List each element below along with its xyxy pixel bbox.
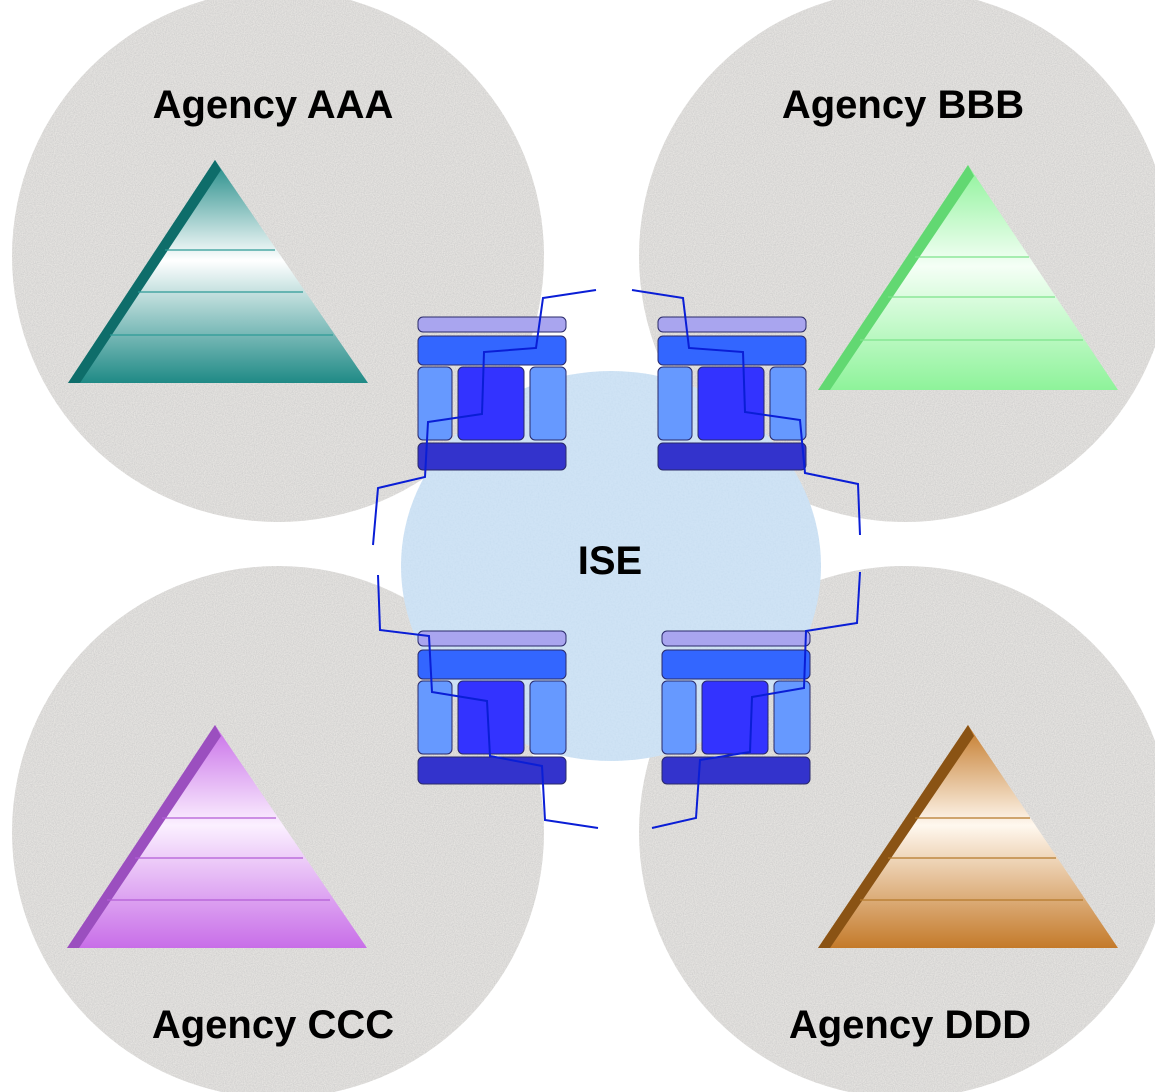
- adapter-base-bar: [417, 442, 567, 471]
- adapter-base-bar: [417, 756, 567, 785]
- adapter-center-panel: [457, 680, 525, 755]
- adapter-top-strip: [657, 316, 807, 333]
- agency-ccc-label: Agency CCC: [152, 1003, 394, 1047]
- pyramid-aaa: [68, 160, 368, 383]
- adapter-block-bottom-left: [417, 630, 567, 785]
- adapter-block-top-left: [417, 316, 567, 471]
- adapter-center-panel: [457, 366, 525, 441]
- adapter-header-bar: [417, 649, 567, 680]
- pyramid-ccc: [67, 725, 367, 948]
- agency-bbb-circle: [639, 0, 1155, 522]
- adapter-center-panel: [701, 680, 769, 755]
- adapter-top-strip: [417, 630, 567, 647]
- adapter-top-strip: [417, 316, 567, 333]
- adapter-right-panel: [529, 366, 567, 441]
- adapter-block-bottom-right: [661, 630, 811, 785]
- agency-aaa-label: Agency AAA: [153, 83, 394, 127]
- adapter-right-panel: [773, 680, 811, 755]
- agency-bbb-label: Agency BBB: [782, 83, 1024, 127]
- agency-ddd-label: Agency DDD: [789, 1003, 1031, 1047]
- ise-hub-label: ISE: [578, 539, 642, 583]
- adapter-top-strip: [661, 630, 811, 647]
- adapter-base-bar: [661, 756, 811, 785]
- adapter-left-panel: [417, 680, 453, 755]
- adapter-left-panel: [661, 680, 697, 755]
- adapter-center-panel: [697, 366, 765, 441]
- adapter-header-bar: [661, 649, 811, 680]
- connector-lines: [372, 289, 861, 829]
- adapter-right-panel: [769, 366, 807, 441]
- pyramid-ddd: [818, 725, 1118, 948]
- adapter-left-panel: [417, 366, 453, 441]
- adapter-right-panel: [529, 680, 567, 755]
- adapter-block-top-right: [657, 316, 807, 471]
- adapter-left-panel: [657, 366, 693, 441]
- adapter-base-bar: [657, 442, 807, 471]
- pyramid-bbb: [818, 165, 1118, 390]
